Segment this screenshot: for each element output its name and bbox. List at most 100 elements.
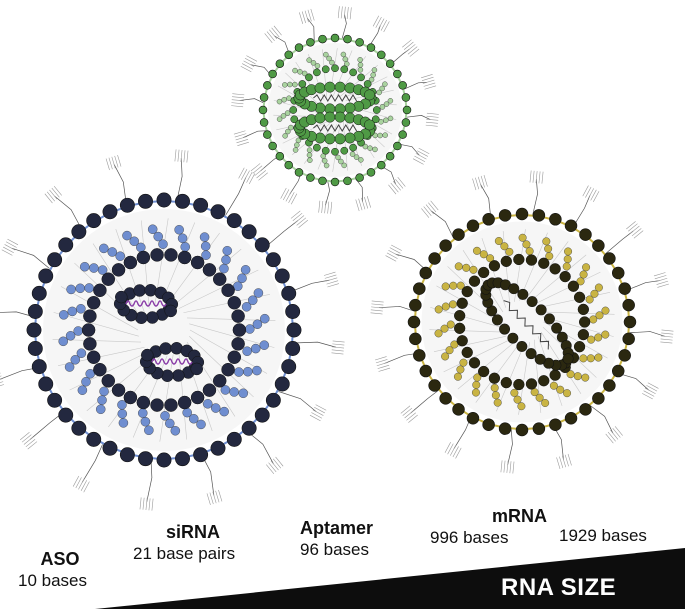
lipid-head (622, 298, 635, 312)
lipid-head (318, 34, 327, 44)
lipid-head (71, 420, 87, 436)
ionizable-lipid (177, 233, 188, 244)
payload-lipid-head (164, 304, 177, 318)
inner-lipid-head (202, 383, 217, 397)
ionizable-lipid (182, 407, 192, 418)
ionizable-lipid (67, 306, 78, 317)
lipid-head (409, 332, 422, 346)
ionizable-lipid (323, 162, 330, 169)
ionizable-lipid (459, 358, 468, 367)
peg-brush (215, 490, 220, 503)
peg-brush (269, 29, 278, 40)
peg-brush (425, 124, 438, 127)
peg-brush (647, 382, 659, 389)
inner-lipid-head (123, 390, 138, 405)
peg-brush (414, 155, 426, 162)
peg-brush (403, 41, 414, 50)
ionizable-lipid (376, 89, 382, 96)
inner-lipid-head (83, 337, 97, 351)
peg-brush (72, 475, 80, 487)
ionizable-lipid (456, 365, 465, 374)
payload-lipid-head (172, 369, 185, 382)
peg-brush (243, 170, 250, 182)
peg-brush (232, 93, 245, 96)
peg-brush (425, 121, 438, 124)
inner-lipid-head (538, 257, 550, 269)
lipid-head (156, 192, 172, 208)
peg-brush (299, 12, 304, 24)
lipid-tail (529, 254, 587, 303)
peg-brush (633, 230, 644, 239)
peg-brush (248, 173, 256, 185)
inner-lipid-head (221, 283, 235, 298)
peg-chain (507, 429, 513, 466)
peg-brush (509, 461, 512, 474)
ionizable-lipid (545, 252, 554, 261)
peg-brush (657, 283, 670, 288)
inner-lipid-head (202, 263, 217, 277)
ionizable-lipid (220, 385, 231, 395)
ionizable-lipid (594, 353, 603, 362)
peg-chain (146, 459, 153, 503)
ionizable-lipid (544, 244, 553, 253)
inner-lipid-head (111, 263, 126, 277)
inner-lipid-head (164, 398, 178, 412)
peg-brush (139, 497, 142, 510)
peg-brush (327, 283, 340, 288)
peg-brush (477, 176, 482, 189)
inner-lipid-head (500, 255, 512, 268)
peg-brush (236, 139, 249, 144)
ionizable-lipid (382, 132, 388, 138)
aptamer-label: Aptamer 96 bases (300, 517, 373, 561)
peg-brush (395, 178, 404, 189)
inner-lipid-head (513, 253, 525, 266)
ionizable-lipid (160, 411, 170, 421)
peg-brush (407, 46, 418, 55)
payload-capsule (293, 81, 377, 115)
peg-brush (349, 7, 352, 20)
lipid-head (611, 364, 625, 378)
lipid-head (268, 141, 277, 151)
peg-brush (53, 185, 62, 196)
payload-lipid-head (146, 311, 159, 324)
peg-brush (378, 367, 391, 372)
ionizable-lipid (170, 426, 181, 436)
peg-brush (389, 247, 401, 254)
peg-brush (273, 458, 282, 469)
ionizable-lipid (542, 237, 551, 246)
lipid-head (402, 105, 412, 115)
peg-brush (355, 199, 360, 212)
inner-lipid-head (488, 372, 501, 384)
peg-brush (361, 197, 366, 210)
peg-brush (254, 167, 265, 176)
peg-brush (370, 312, 383, 315)
ionizable-lipid (582, 263, 591, 272)
peg-brush (321, 200, 324, 213)
lipid-tail (436, 285, 501, 323)
peg-brush (186, 150, 189, 163)
peg-brush (378, 18, 385, 30)
peg-chain (410, 390, 439, 414)
lipid-head (265, 392, 281, 408)
ionizable-lipid (472, 380, 481, 389)
inner-lipid-head (349, 143, 357, 152)
peg-brush (559, 456, 564, 469)
peg-brush (375, 17, 382, 28)
ionizable-lipid (281, 96, 287, 103)
inner-lipid-head (93, 362, 107, 377)
ionizable-lipid (382, 81, 388, 87)
ionizable-lipid (445, 346, 454, 355)
ionizable-lipid (79, 261, 90, 272)
peg-brush (628, 223, 638, 232)
ionizable-lipid (358, 157, 364, 163)
ionizable-lipid (434, 329, 443, 338)
lipid-head (466, 411, 480, 425)
peg-brush (538, 171, 541, 184)
ionizable-lipid (242, 346, 252, 356)
ionizable-lipid (107, 247, 118, 257)
peg-chain (341, 14, 347, 39)
peg-brush (212, 491, 217, 504)
peg-chain (274, 35, 290, 55)
ionizable-lipid (115, 251, 125, 261)
peg-brush (337, 6, 340, 19)
